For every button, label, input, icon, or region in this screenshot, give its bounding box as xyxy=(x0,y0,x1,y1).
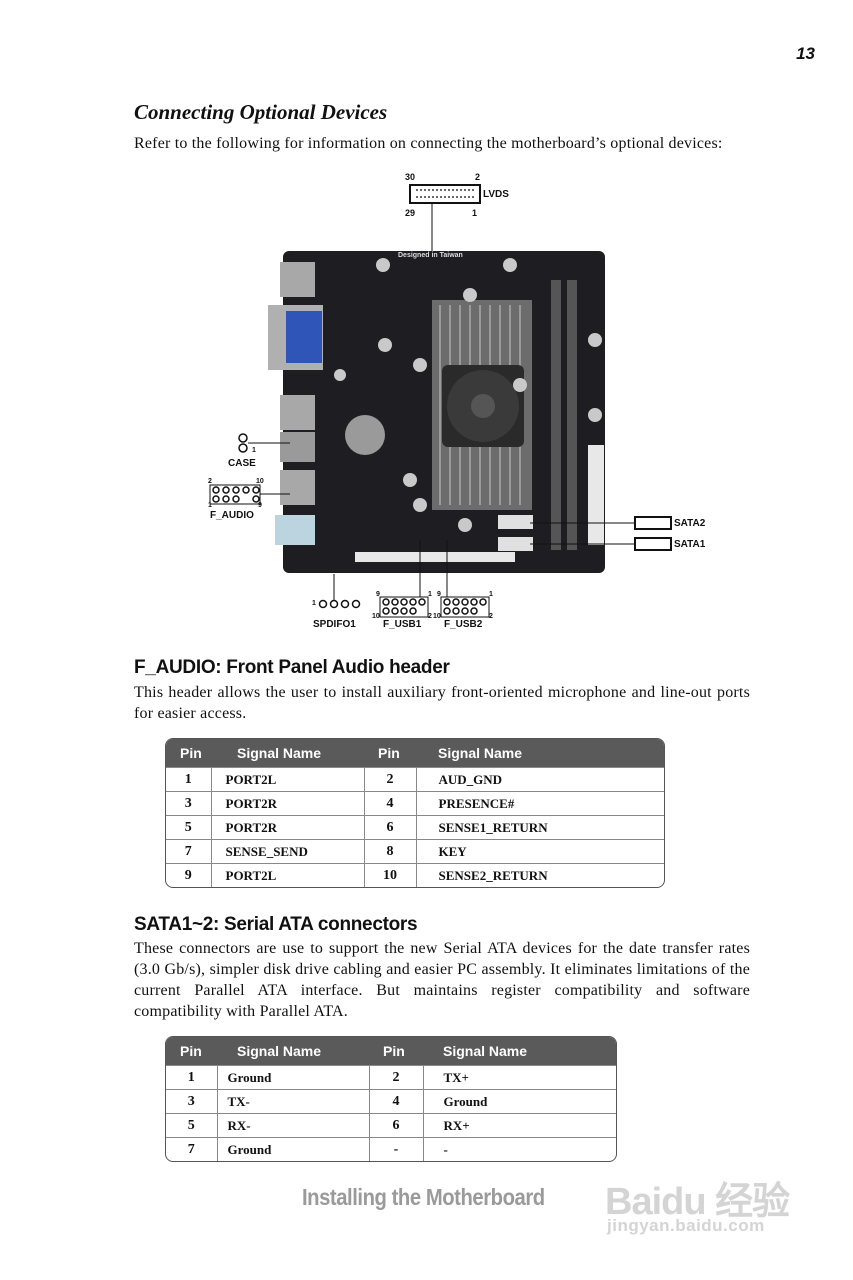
watermark-url: jingyan.baidu.com xyxy=(607,1216,765,1235)
signal-cell: SENSE2_RETURN xyxy=(415,863,664,887)
signal-cell: - xyxy=(422,1137,616,1161)
column-header: Pin xyxy=(364,739,416,768)
f-audio-pin-1: 1 xyxy=(208,502,212,509)
lvds-pin-30: 30 xyxy=(405,172,416,182)
f-usb1-pin-10: 10 xyxy=(372,613,380,620)
section-title: Connecting Optional Devices xyxy=(134,100,388,124)
table-row: 3 TX- 4 Ground xyxy=(166,1089,616,1114)
lvds-pin-29: 29 xyxy=(405,208,416,218)
f-usb2-pin-1: 1 xyxy=(489,591,493,598)
signal-cell: Ground xyxy=(422,1089,616,1114)
signal-cell: RX- xyxy=(216,1113,369,1138)
table-header-row: Pin Signal Name Pin Signal Name xyxy=(166,1037,616,1066)
sata2-label: SATA2 xyxy=(674,518,706,529)
table-row: 3 PORT2R 4 PRESENCE# xyxy=(166,791,664,816)
signal-cell: Ground xyxy=(216,1137,369,1161)
table-header-row: Pin Signal Name Pin Signal Name xyxy=(166,739,664,768)
pin-cell: 7 xyxy=(166,839,211,864)
sata1-label: SATA1 xyxy=(674,539,706,550)
column-header: Signal Name xyxy=(423,1037,616,1066)
table-row: 5 RX- 6 RX+ xyxy=(166,1113,616,1138)
signal-cell: TX+ xyxy=(422,1065,616,1090)
pin-cell: 9 xyxy=(166,863,211,887)
signal-cell: RX+ xyxy=(422,1113,616,1138)
f-audio-pin-2: 2 xyxy=(208,478,212,485)
case-label: CASE xyxy=(228,458,256,469)
f-usb1-pin-1: 1 xyxy=(428,591,432,598)
signal-cell: PORT2L xyxy=(210,767,364,792)
f-usb2-label: F_USB2 xyxy=(444,619,483,630)
signal-cell: SENSE1_RETURN xyxy=(415,815,664,840)
signal-cell: TX- xyxy=(216,1089,369,1114)
f-usb2-pin-9: 9 xyxy=(437,591,441,598)
f-audio-pin-10: 10 xyxy=(256,478,264,485)
sata-heading: SATA1~2: Serial ATA connectors xyxy=(134,914,418,935)
motherboard-diagram: 30 2 29 1 LVDS Designed in Taiwan 1 CASE… xyxy=(208,172,706,630)
lvds-label: LVDS xyxy=(483,189,509,200)
f-usb1-pin-2: 2 xyxy=(428,613,432,620)
f-usb1-pin-9: 9 xyxy=(376,591,380,598)
lvds-pin-2: 2 xyxy=(475,172,481,182)
table-row: 5 PORT2R 6 SENSE1_RETURN xyxy=(166,815,664,840)
pin-cell: 1 xyxy=(166,767,211,792)
table-row: 9 PORT2L 10 SENSE2_RETURN xyxy=(166,863,664,887)
f-audio-pin-9: 9 xyxy=(258,502,262,509)
signal-cell: PRESENCE# xyxy=(415,791,664,816)
case-pin-1: 1 xyxy=(252,447,256,454)
column-header: Pin xyxy=(369,1037,423,1066)
signal-cell: KEY xyxy=(415,839,664,864)
pin-cell: 3 xyxy=(166,1089,217,1114)
pin-cell: 1 xyxy=(166,1065,217,1090)
f-audio-table: Pin Signal Name Pin Signal Name 1 PORT2L… xyxy=(165,738,665,888)
spdifo1-pin-1: 1 xyxy=(312,600,316,607)
f-audio-label: F_AUDIO xyxy=(210,510,254,521)
table-row: 1 PORT2L 2 AUD_GND xyxy=(166,767,664,792)
table-row: 7 SENSE_SEND 8 KEY xyxy=(166,839,664,864)
watermark-logo: Baidu 经验 xyxy=(605,1181,790,1223)
column-header: Signal Name xyxy=(416,739,664,768)
intro-paragraph: Refer to the following for information o… xyxy=(134,135,723,152)
silkscreen-text: Designed in Taiwan xyxy=(398,252,463,259)
f-audio-heading: F_AUDIO: Front Panel Audio header xyxy=(134,657,450,678)
footer-title: Installing the Motherboard xyxy=(302,1184,545,1210)
signal-cell: Ground xyxy=(216,1065,369,1090)
pin-cell: 5 xyxy=(166,1113,217,1138)
pin-cell: 4 xyxy=(368,1089,423,1114)
pin-cell: 2 xyxy=(363,767,416,792)
table-row: 1 Ground 2 TX+ xyxy=(166,1065,616,1090)
column-header: Pin xyxy=(166,739,211,768)
pin-cell: 5 xyxy=(166,815,211,840)
pin-cell: - xyxy=(368,1137,423,1161)
pin-cell: 8 xyxy=(363,839,416,864)
signal-cell: AUD_GND xyxy=(415,767,664,792)
page-number: 13 xyxy=(796,44,815,63)
pin-cell: 10 xyxy=(363,863,416,887)
f-usb2-pin-2: 2 xyxy=(489,613,493,620)
column-header: Signal Name xyxy=(211,739,364,768)
column-header: Pin xyxy=(166,1037,217,1066)
sata-table: Pin Signal Name Pin Signal Name 1 Ground… xyxy=(165,1036,617,1162)
lvds-pin-1: 1 xyxy=(472,208,478,218)
baidu-watermark: Baidu 经验 jingyan.baidu.com xyxy=(605,1160,805,1250)
signal-cell: PORT2R xyxy=(210,815,364,840)
spdifo1-label: SPDIFO1 xyxy=(313,619,356,630)
signal-cell: PORT2L xyxy=(210,863,364,887)
pin-cell: 4 xyxy=(363,791,416,816)
diagram-graphic xyxy=(209,184,672,618)
column-header: Signal Name xyxy=(217,1037,369,1066)
signal-cell: SENSE_SEND xyxy=(210,839,364,864)
f-audio-paragraph: This header allows the user to install a… xyxy=(134,684,750,722)
signal-cell: PORT2R xyxy=(210,791,364,816)
f-usb2-pin-10: 10 xyxy=(433,613,441,620)
pin-cell: 6 xyxy=(368,1113,423,1138)
sata-paragraph: These connectors are use to support the … xyxy=(134,940,750,1020)
pin-cell: 2 xyxy=(368,1065,423,1090)
pin-cell: 7 xyxy=(166,1137,217,1161)
pin-cell: 6 xyxy=(363,815,416,840)
f-usb1-label: F_USB1 xyxy=(383,619,422,630)
table-row: 7 Ground - - xyxy=(166,1137,616,1161)
pin-cell: 3 xyxy=(166,791,211,816)
